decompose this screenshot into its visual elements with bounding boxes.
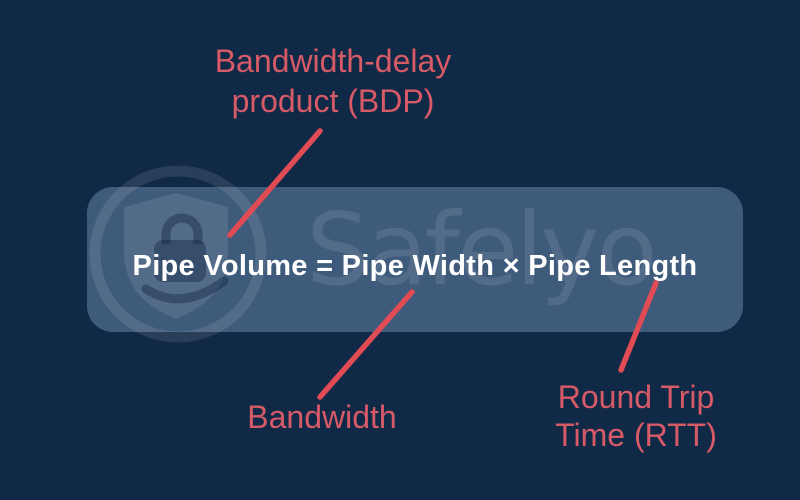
connector-line-rtt <box>618 280 659 373</box>
label-rtt-line2: Time (RTT) <box>555 417 717 453</box>
formula-panel <box>87 187 743 332</box>
connector-line-bandwidth <box>317 289 415 400</box>
padlock-body-icon <box>154 240 206 282</box>
label-rtt: Round Trip Time (RTT) <box>526 378 746 454</box>
shield-lock-icon <box>89 165 267 343</box>
logo-ring-icon <box>89 165 267 343</box>
shield-icon <box>124 193 228 319</box>
label-bandwidth: Bandwidth <box>247 399 397 435</box>
formula-text: Pipe Volume = Pipe Width × Pipe Length <box>132 250 698 282</box>
label-bdp-line1: Bandwidth-delay <box>214 43 452 79</box>
label-rtt-line1: Round Trip <box>557 379 715 415</box>
connector-line-bdp <box>227 128 323 238</box>
label-bdp: Bandwidth-delay product (BDP) <box>183 41 483 121</box>
swoosh-icon <box>141 276 229 304</box>
padlock-shackle-icon <box>161 213 203 244</box>
label-bdp-line2: product (BDP) <box>231 83 435 119</box>
